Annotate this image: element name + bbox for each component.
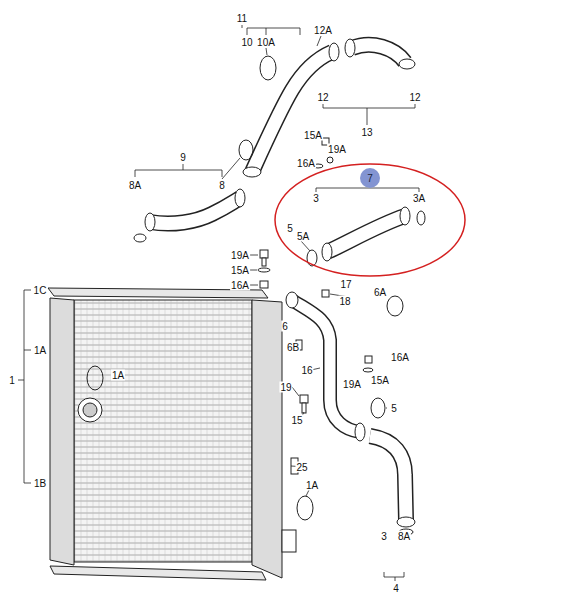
callout-number: 18 — [338, 296, 351, 307]
callout-number: 8 — [218, 180, 226, 191]
callout-number: 4 — [392, 583, 400, 594]
callout-number: 15A — [370, 375, 390, 386]
callout-number: 15A — [303, 130, 323, 141]
callout-number: 9 — [179, 152, 187, 163]
clamps-rings — [134, 39, 425, 535]
callout-number: 1B — [33, 478, 47, 489]
callout-number: 5 — [286, 223, 294, 234]
callout-number: 16A — [390, 352, 410, 363]
intercooler — [48, 288, 296, 580]
callout-number: 16A — [296, 158, 316, 169]
callout-number: 3 — [312, 193, 320, 204]
callout-number: 12A — [313, 25, 333, 36]
callout-number: 1 — [8, 375, 16, 386]
callout-number: 1A — [111, 370, 125, 381]
callout-number: 12 — [316, 92, 329, 103]
callout-number: 1C — [33, 285, 48, 296]
callout-number: 19 — [279, 382, 292, 393]
callout-number: 7 — [367, 173, 373, 184]
callout-number: 6A — [373, 287, 387, 298]
callout-number: 6B — [286, 342, 300, 353]
callout-number: 15A — [230, 265, 250, 276]
brackets — [18, 25, 419, 581]
callout-number: 5 — [390, 403, 398, 414]
callout-number: 1A — [33, 345, 47, 356]
callout-number: 8A — [128, 180, 142, 191]
callout-number: 12 — [408, 92, 421, 103]
callout-number: 15 — [290, 415, 303, 426]
callout-number: 10 — [240, 37, 253, 48]
callout-number: 5A — [296, 231, 310, 242]
callout-number: 16 — [300, 365, 313, 376]
callout-number: 11 — [236, 13, 248, 24]
callout-number: 8A — [397, 531, 411, 542]
callout-number: 10A — [256, 37, 276, 48]
callout-number: 19A — [230, 250, 250, 261]
callout-number: 17 — [339, 279, 352, 290]
charge-pipes — [150, 45, 406, 520]
callout-circle: 7 — [360, 168, 380, 188]
callout-number: 16A — [230, 280, 250, 291]
highlight-ellipse — [275, 164, 465, 276]
callout-number: 19A — [342, 379, 362, 390]
callout-number: 19A — [327, 144, 347, 155]
callout-number: 3 — [380, 531, 388, 542]
callout-number: 25 — [295, 462, 308, 473]
callout-number: 13 — [360, 127, 373, 138]
callout-number: 6 — [281, 321, 289, 332]
callout-number: 3A — [412, 193, 426, 204]
callout-number: 1A — [305, 480, 319, 491]
